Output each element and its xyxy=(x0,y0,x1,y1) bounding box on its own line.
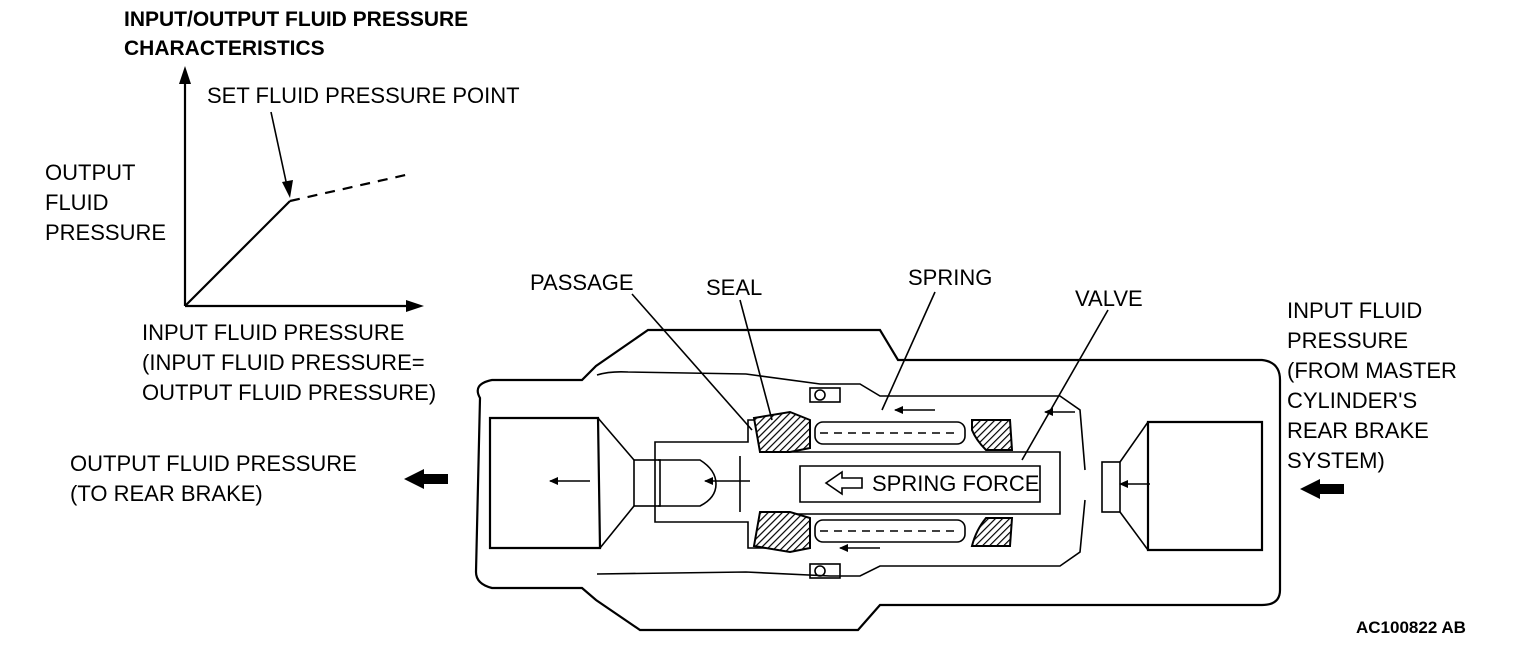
lower-bore-contour xyxy=(596,499,1086,577)
y-axis-label-line-2: FLUID xyxy=(45,190,109,215)
spring-label: SPRING xyxy=(908,265,992,290)
inlet-port xyxy=(1146,420,1264,552)
passage-label: PASSAGE xyxy=(530,270,634,295)
valve-housing-outline xyxy=(474,328,1282,632)
set-point-annotation: SET FLUID PRESSURE POINT xyxy=(207,83,520,108)
y-axis-label-line-3: PRESSURE xyxy=(45,220,166,245)
input-label-line-1: INPUT FLUID xyxy=(1287,298,1422,323)
figure-code: AC100822 AB xyxy=(1356,618,1466,637)
pressure-characteristic-graph xyxy=(179,66,424,312)
lower-seal xyxy=(752,511,811,554)
inlet-port-taper-bottom xyxy=(1119,511,1149,551)
upper-ring-circle xyxy=(814,389,826,401)
spring-leader-line xyxy=(881,291,936,411)
lower-valve-seat xyxy=(970,517,1014,547)
upper-seal xyxy=(752,410,811,453)
spring-force-arrow-icon xyxy=(824,470,863,496)
outlet-orifice xyxy=(633,459,661,507)
lower-spring xyxy=(814,519,966,543)
output-direction-arrow-icon xyxy=(404,469,448,489)
x-axis-label-line-2: (INPUT FLUID PRESSURE= xyxy=(142,350,425,375)
input-label-line-5: REAR BRAKE xyxy=(1287,418,1429,443)
seal-leader-line xyxy=(739,299,773,421)
x-axis-arrow-icon xyxy=(406,300,424,312)
output-label-line-1: OUTPUT FLUID PRESSURE xyxy=(70,451,357,476)
diagram-title-line-1: INPUT/OUTPUT FLUID PRESSURE xyxy=(124,8,468,31)
input-label-line-6: SYSTEM) xyxy=(1287,448,1385,473)
upper-spring xyxy=(814,421,966,445)
valve-body xyxy=(474,328,1282,632)
outlet-port-taper-top xyxy=(597,417,635,461)
upper-valve-seat xyxy=(971,419,1014,451)
output-label-line-2: (TO REAR BRAKE) xyxy=(70,481,263,506)
passage-leader-line xyxy=(631,293,753,431)
y-axis-label-line-1: OUTPUT xyxy=(45,160,135,185)
x-axis-label-line-1: INPUT FLUID PRESSURE xyxy=(142,320,404,345)
diagram-title-line-2: CHARACTERISTICS xyxy=(124,37,325,60)
valve-stem xyxy=(799,465,1041,503)
equal-pressure-line xyxy=(184,200,291,307)
inlet-port-taper-top xyxy=(1119,421,1149,463)
reduced-pressure-line xyxy=(289,172,411,203)
lower-ring-circle xyxy=(814,565,826,577)
input-label-line-2: PRESSURE xyxy=(1287,328,1408,353)
input-direction-arrow-icon xyxy=(1300,479,1344,499)
outlet-port xyxy=(488,416,602,550)
valve-leader-line xyxy=(1021,309,1109,461)
valve-plunger xyxy=(654,419,1061,549)
spring-force-label: SPRING FORCE xyxy=(872,471,1039,496)
outlet-port-taper-bottom xyxy=(599,505,635,549)
lower-ring-marker xyxy=(809,563,841,579)
input-label-line-4: CYLINDER'S xyxy=(1287,388,1417,413)
y-axis-arrow-icon xyxy=(179,66,191,84)
set-point-leader-line xyxy=(270,111,288,187)
set-point-arrow-icon xyxy=(282,180,293,198)
x-axis-label-line-3: OUTPUT FLUID PRESSURE) xyxy=(142,380,436,405)
input-label-line-3: (FROM MASTER xyxy=(1287,358,1457,383)
inlet-orifice xyxy=(1101,461,1121,513)
upper-bore-contour xyxy=(596,371,1086,471)
upper-ring-marker xyxy=(809,387,841,403)
seal-label: SEAL xyxy=(706,275,762,300)
plunger-passage-curve xyxy=(658,459,717,507)
valve-label: VALVE xyxy=(1075,286,1143,311)
